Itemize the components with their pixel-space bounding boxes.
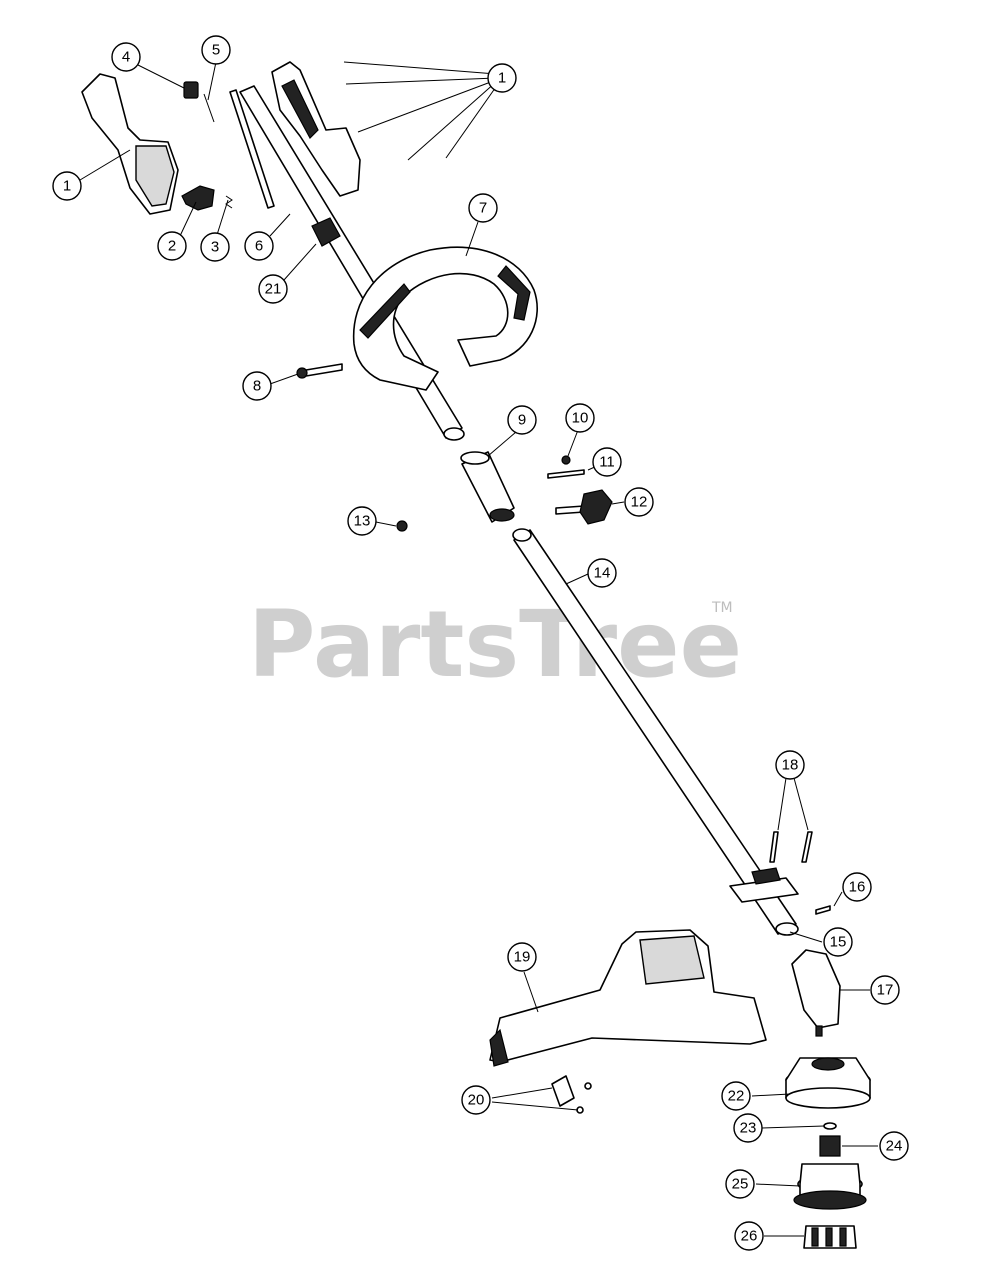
part-spring-24 [819, 1135, 841, 1157]
svg-text:3: 3 [211, 239, 219, 256]
part-lower-shaft [512, 528, 799, 936]
part-nut-13 [396, 520, 408, 532]
svg-text:17: 17 [877, 982, 894, 999]
callout-10: 10 [565, 403, 595, 433]
part-gearhead-17 [791, 949, 841, 1037]
svg-text:11: 11 [599, 454, 615, 471]
svg-text:19: 19 [514, 949, 531, 966]
callout-4: 4 [111, 42, 141, 72]
part-screw-11 [547, 469, 585, 479]
svg-text:18: 18 [782, 757, 799, 774]
part-blade-20 [551, 1075, 592, 1114]
callout-20: 20 [461, 1085, 491, 1115]
callout-26: 26 [734, 1221, 764, 1251]
part-switch [183, 81, 199, 99]
callout-8: 8 [242, 371, 272, 401]
callout-23: 23 [733, 1113, 763, 1143]
svg-text:5: 5 [212, 42, 220, 59]
callout-25: 25 [725, 1169, 755, 1199]
part-screw-16 [815, 905, 831, 915]
svg-text:9: 9 [518, 412, 526, 429]
part-collar-21 [311, 217, 341, 247]
svg-text:15: 15 [830, 934, 847, 951]
part-upper-housing-right [271, 61, 361, 197]
callout-24: 24 [879, 1131, 909, 1161]
svg-text:1: 1 [63, 178, 71, 195]
part-trigger [181, 185, 215, 211]
callout-12: 12 [624, 487, 654, 517]
callout-21: 21 [258, 274, 288, 304]
callout-9: 9 [507, 405, 537, 435]
svg-text:14: 14 [594, 565, 611, 582]
part-coupler-9 [460, 451, 515, 523]
svg-text:16: 16 [849, 879, 866, 896]
svg-text:2: 2 [168, 238, 176, 255]
svg-text:22: 22 [728, 1088, 745, 1105]
part-knob-12 [555, 489, 613, 525]
watermark-text: PartsTree [248, 591, 742, 698]
part-bolt-8 [296, 363, 343, 379]
callout-14: 14 [587, 558, 617, 588]
part-nut-10 [561, 455, 571, 465]
callout-6: 6 [244, 231, 274, 261]
part-spool-25 [793, 1163, 867, 1210]
part-guard-19 [489, 929, 767, 1067]
callout-19: 19 [507, 942, 537, 972]
callout-1-left: 1 [52, 171, 82, 201]
callout-2: 2 [157, 231, 187, 261]
svg-text:26: 26 [741, 1228, 758, 1245]
part-knob-26 [803, 1225, 857, 1249]
part-screws-18 [769, 831, 813, 863]
svg-text:13: 13 [354, 513, 371, 530]
svg-text:21: 21 [265, 281, 282, 298]
callout-13: 13 [347, 506, 377, 536]
callout-18: 18 [775, 750, 805, 780]
svg-text:20: 20 [468, 1092, 485, 1109]
part-upper-housing-left [81, 73, 179, 215]
svg-text:25: 25 [732, 1176, 749, 1193]
svg-text:7: 7 [479, 200, 487, 217]
svg-text:24: 24 [886, 1138, 903, 1155]
part-rod-6 [229, 89, 275, 209]
callout-16: 16 [842, 872, 872, 902]
svg-text:10: 10 [572, 410, 589, 427]
callout-1-top: 1 [487, 63, 517, 93]
svg-text:1: 1 [498, 70, 506, 87]
part-aux-handle [352, 246, 538, 391]
part-wire-5 [203, 93, 215, 123]
svg-text:12: 12 [631, 494, 648, 511]
svg-text:4: 4 [122, 49, 130, 66]
callout-17: 17 [870, 975, 900, 1005]
part-spring-3 [225, 195, 233, 209]
callout-5: 5 [201, 35, 231, 65]
watermark-trademark: TM [711, 600, 733, 616]
part-bracket-15 [729, 867, 799, 903]
callout-3: 3 [200, 232, 230, 262]
svg-text:8: 8 [253, 378, 261, 395]
callout-7: 7 [468, 193, 498, 223]
callout-15: 15 [823, 927, 853, 957]
callout-11: 11 [592, 447, 622, 477]
svg-text:6: 6 [255, 238, 263, 255]
part-washer-23 [823, 1122, 837, 1130]
part-spool-cover-22 [785, 1057, 871, 1109]
leader-lines [79, 61, 878, 1237]
callout-22: 22 [721, 1081, 751, 1111]
svg-text:23: 23 [740, 1120, 757, 1137]
